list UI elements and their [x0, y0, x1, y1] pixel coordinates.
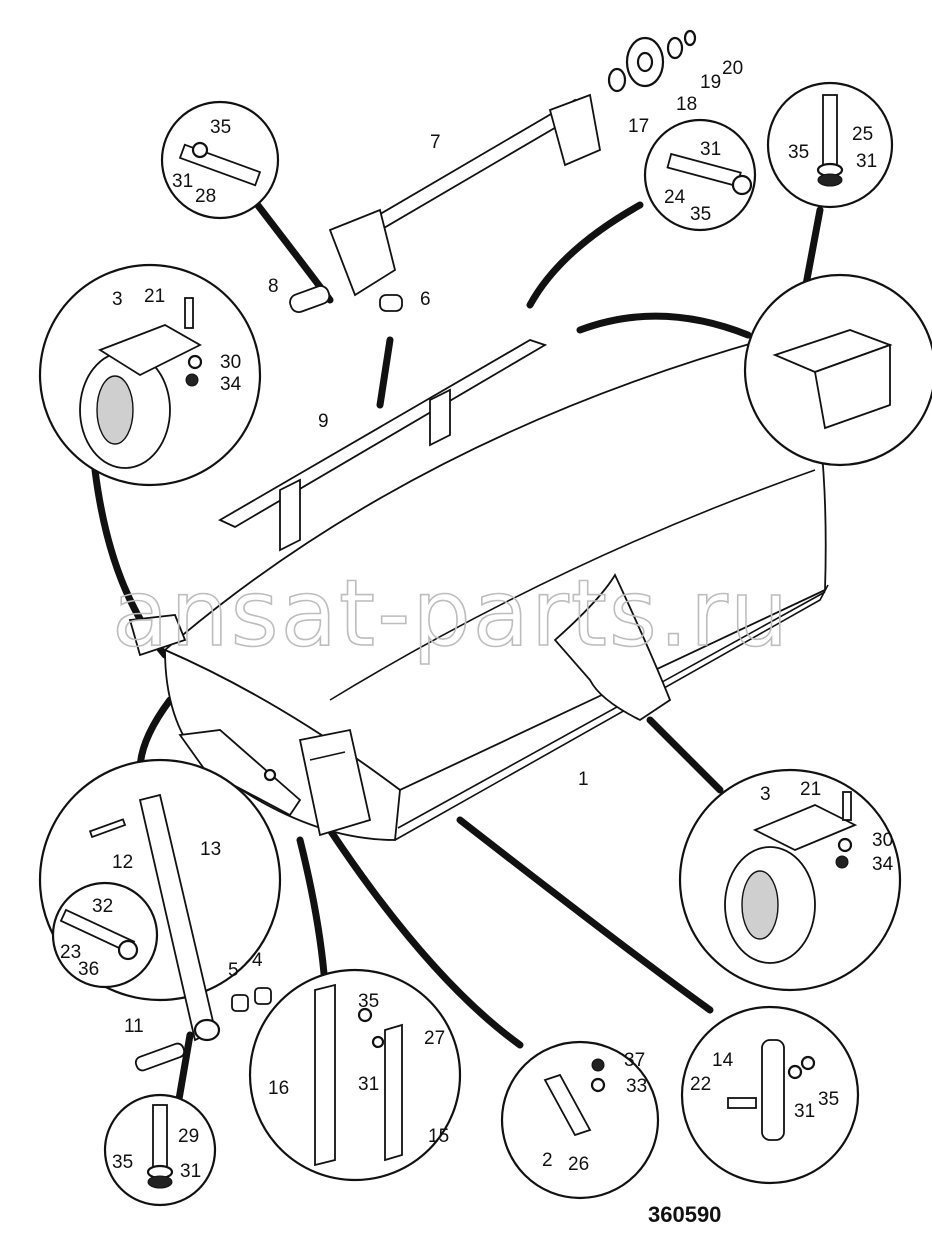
label-part-19: 19	[700, 72, 721, 93]
callout-bracket-2	[500, 1040, 660, 1200]
callout-tube-14	[680, 1005, 860, 1185]
label-part-31: 31	[794, 1101, 815, 1122]
leader-caster-right	[646, 716, 724, 794]
label-part-18: 18	[676, 94, 697, 115]
leader-24	[526, 201, 644, 309]
label-part-35: 35	[210, 117, 231, 138]
callout-caster-left	[38, 263, 262, 487]
label-part-4: 4	[252, 950, 263, 971]
label-part-8: 8	[268, 276, 279, 297]
callout-bolt-25	[766, 81, 894, 209]
rail-assembly	[218, 339, 548, 552]
label-part-20: 20	[722, 58, 743, 79]
label-part-3: 3	[760, 784, 771, 805]
label-part-2: 2	[542, 1150, 553, 1171]
label-part-16: 16	[268, 1078, 289, 1099]
callout-bolt-29	[103, 1093, 217, 1207]
callout-bolt-32	[51, 881, 159, 989]
leader-28	[246, 191, 334, 304]
label-part-21: 21	[144, 286, 165, 307]
drawing-reference-number: 360590	[648, 1202, 721, 1227]
label-part-31: 31	[700, 139, 721, 160]
label-part-13: 13	[200, 839, 221, 860]
leader-29	[174, 1031, 194, 1109]
part-labels: 1 2 3 3 4 5 6 7 8 9 11 12 13 14 15 16 17…	[60, 58, 894, 1182]
label-part-15: 15	[428, 1126, 449, 1147]
callout-caster-right	[678, 768, 902, 992]
label-part-12: 12	[112, 852, 133, 873]
label-part-36: 36	[78, 959, 99, 980]
label-part-26: 26	[568, 1154, 589, 1175]
label-part-5: 5	[228, 960, 239, 981]
label-part-21: 21	[800, 779, 821, 800]
label-part-24: 24	[664, 187, 686, 208]
label-part-11: 11	[124, 1016, 144, 1037]
label-part-34: 34	[220, 374, 242, 395]
label-part-23: 23	[60, 942, 81, 963]
label-part-7: 7	[430, 132, 441, 153]
label-part-35: 35	[690, 204, 711, 225]
leader-14	[456, 816, 714, 1014]
label-part-32: 32	[92, 896, 113, 917]
label-part-30: 30	[872, 830, 893, 851]
callout-bolt-24	[643, 118, 757, 232]
leader-2	[326, 826, 524, 1049]
leader-bracket-right	[576, 312, 752, 339]
axle-assembly	[289, 29, 697, 314]
label-part-25: 25	[852, 124, 873, 145]
leader-16	[296, 836, 329, 989]
watermark-text: ansat-parts.ru	[112, 560, 790, 667]
label-part-17: 17	[628, 116, 649, 137]
label-part-31: 31	[180, 1161, 201, 1182]
label-part-37: 37	[624, 1050, 645, 1071]
label-part-1: 1	[578, 769, 589, 790]
leader-lines	[91, 191, 824, 1109]
label-part-31: 31	[172, 171, 193, 192]
label-part-6: 6	[420, 289, 431, 310]
label-part-3: 3	[112, 289, 123, 310]
callout-channels-15-16	[248, 968, 462, 1182]
leader-25	[801, 206, 824, 294]
label-part-27: 27	[424, 1028, 445, 1049]
label-part-31: 31	[856, 151, 877, 172]
callout-bolt-28	[160, 100, 280, 220]
label-part-33: 33	[626, 1076, 647, 1097]
label-part-35: 35	[112, 1152, 133, 1173]
label-part-35: 35	[788, 142, 809, 163]
leader-axle	[376, 336, 394, 409]
label-part-9: 9	[318, 411, 329, 432]
label-part-28: 28	[195, 186, 216, 207]
label-part-35: 35	[818, 1089, 839, 1110]
label-part-22: 22	[690, 1074, 711, 1095]
label-part-35: 35	[358, 991, 379, 1012]
callout-bracket-right	[743, 273, 932, 467]
label-part-30: 30	[220, 352, 241, 373]
label-part-29: 29	[178, 1126, 199, 1147]
label-part-14: 14	[712, 1050, 734, 1071]
label-part-31: 31	[358, 1074, 379, 1095]
label-part-34: 34	[872, 854, 894, 875]
